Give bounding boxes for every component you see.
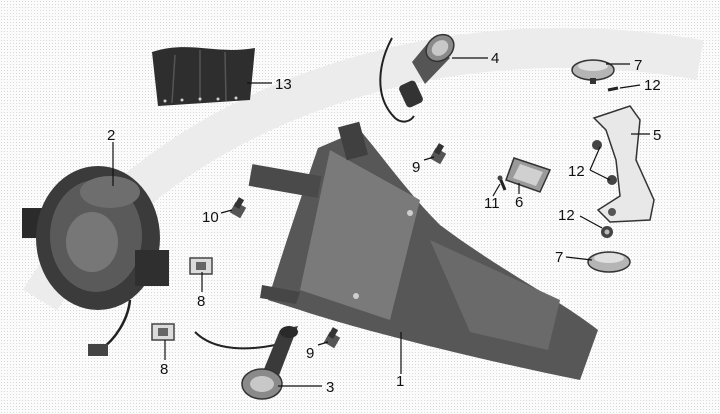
callout-12-lower: 12 [558, 207, 575, 224]
callout-3: 3 [326, 379, 334, 396]
part-nut-12-top [607, 86, 619, 92]
callout-labels: 1 2 3 4 5 6 7 7 8 8 9 9 10 11 12 12 12 1… [107, 50, 661, 396]
callout-12-top: 12 [644, 77, 661, 94]
callout-1: 1 [396, 373, 404, 390]
part-nut-12-lower [601, 226, 613, 238]
callout-9-upper: 9 [412, 159, 420, 176]
leader-11 [492, 183, 501, 197]
callout-8-upper: 8 [197, 293, 205, 310]
part-mud-flap [152, 47, 255, 106]
leader-12c [579, 215, 603, 229]
part-tail-light [22, 166, 169, 356]
callout-7-lower: 7 [555, 249, 563, 266]
part-bolt-9-upper [429, 143, 447, 165]
callout-7-upper: 7 [634, 57, 642, 74]
callout-11: 11 [484, 195, 500, 212]
leader-7b [565, 256, 593, 261]
leader-12a [619, 84, 641, 89]
callout-13: 13 [275, 76, 292, 93]
part-screw-11 [497, 175, 507, 191]
part-bolt-10 [229, 197, 247, 219]
part-turn-signal-upper [379, 33, 455, 123]
callout-6: 6 [515, 194, 523, 211]
part-bolt-9-lower [323, 327, 341, 349]
leader-lines [112, 57, 650, 387]
leader-9b [317, 341, 329, 346]
callout-12-middle: 12 [568, 163, 585, 180]
callout-8-lower: 8 [160, 361, 168, 378]
part-turn-signal-lower [194, 326, 298, 400]
part-license-light [505, 157, 552, 193]
callout-4: 4 [491, 50, 499, 67]
part-clip-nut-lower [151, 323, 175, 341]
leader-9a [423, 156, 435, 161]
callout-10: 10 [202, 209, 219, 226]
part-reflector-bracket [592, 105, 655, 223]
leader-12b [589, 146, 611, 181]
callout-5: 5 [653, 127, 661, 144]
part-rear-fender [248, 121, 598, 380]
callout-2: 2 [107, 127, 115, 144]
callout-9-lower: 9 [306, 345, 314, 362]
part-clip-nut-upper [189, 257, 213, 275]
part-reflector-lower [587, 251, 631, 273]
part-reflector-upper [571, 59, 615, 84]
leader-10 [220, 209, 233, 214]
